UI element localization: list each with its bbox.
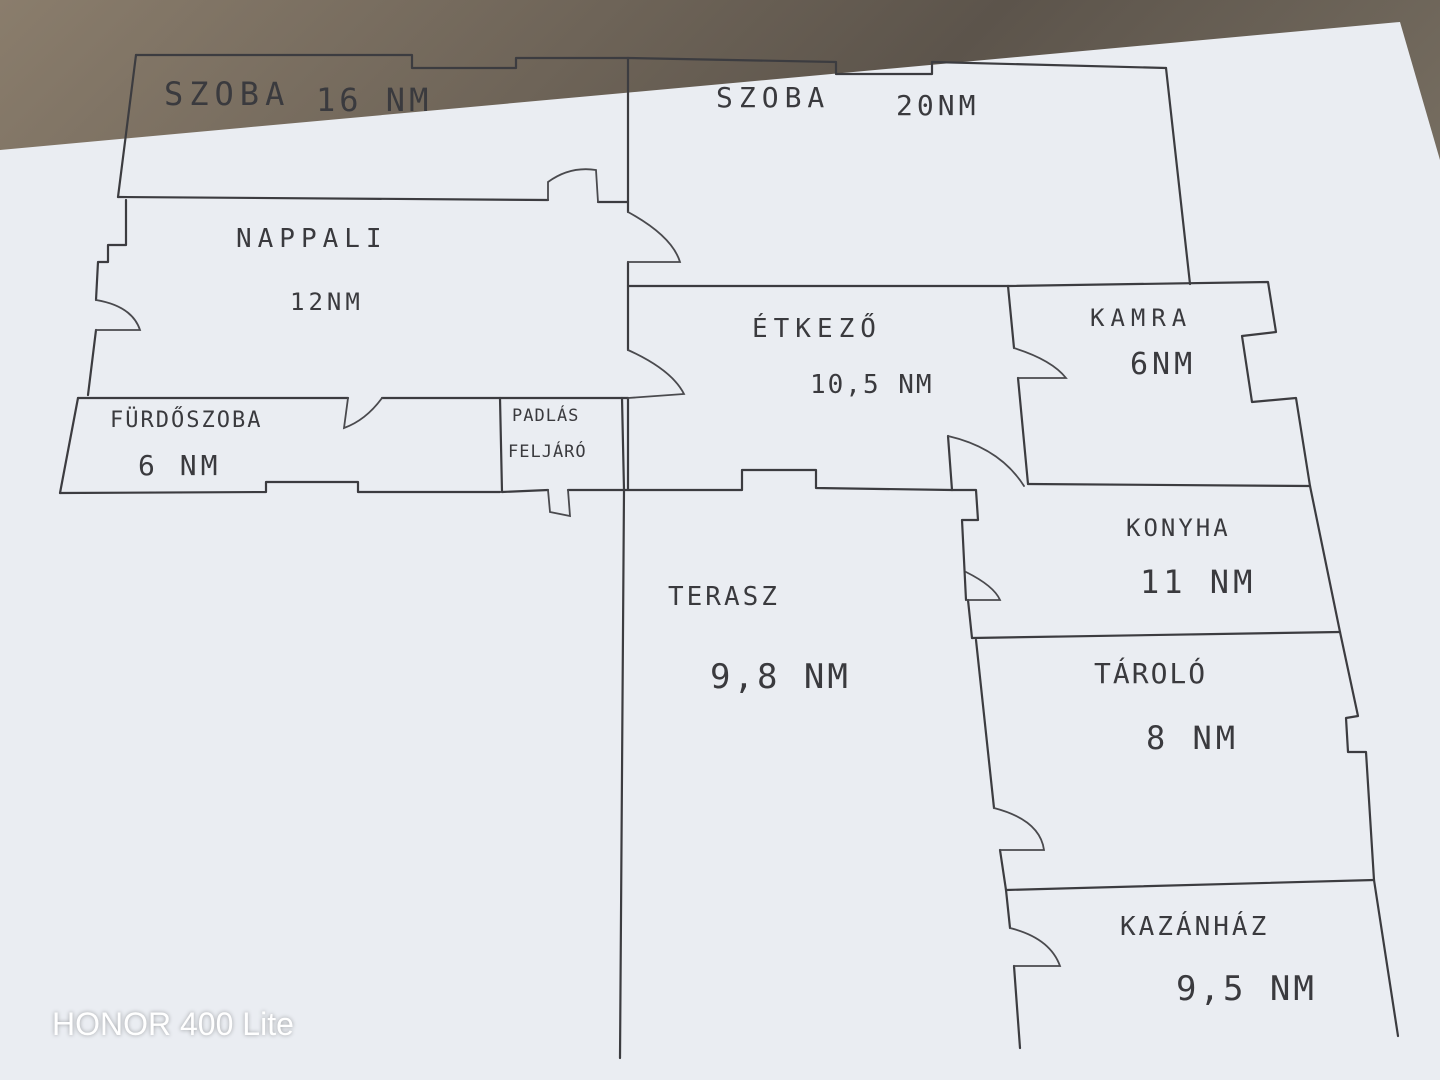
wall-konyha-left-low	[966, 598, 974, 640]
wall-konyha-top	[1026, 482, 1312, 488]
wall-konyha-right	[1308, 484, 1342, 634]
door-szoba20	[627, 211, 682, 263]
wall-terasz-left	[618, 488, 626, 1060]
door-nappali-left	[95, 299, 142, 331]
wall-nappali-left	[94, 198, 128, 302]
wall-tarolo-left	[974, 638, 996, 810]
room-name-padlas-line2: FELJÁRÓ	[508, 442, 587, 462]
camera-watermark: HONOR 400 Lite	[52, 1006, 294, 1042]
wall-kamra-left-top	[1006, 284, 1016, 350]
room-area-konyha: 11 NM	[1140, 563, 1257, 601]
room-area-kazanhaz: 9,5 NM	[1176, 969, 1317, 1009]
wall-szoba16-bottom	[116, 195, 550, 202]
wall-nappali-left-low	[86, 328, 98, 397]
wall-padlas-left	[498, 396, 504, 494]
door-padlas	[547, 489, 571, 518]
room-name-tarolo: TÁROLÓ	[1094, 657, 1208, 690]
wall-padlas-right	[620, 396, 626, 492]
wall-etkezo-bottom	[622, 468, 954, 492]
room-name-kamra: KAMRA	[1090, 304, 1193, 332]
wall-top-right	[626, 56, 1168, 76]
door-etkezo-kitchen	[947, 435, 1025, 487]
door-szoba16	[547, 168, 599, 203]
room-name-furdoszoba: FÜRDŐSZOBA	[110, 408, 263, 433]
wall-furdo-left	[58, 396, 80, 495]
room-area-szoba-20: 20NM	[896, 89, 980, 122]
room-area-szoba-16: 16 NM	[316, 81, 433, 119]
wall-szoba16-left	[116, 53, 138, 199]
wall-kazan-left	[1004, 888, 1012, 930]
room-area-kamra: 6NM	[1130, 347, 1197, 382]
door-tarolo	[993, 807, 1046, 851]
room-name-etkezo: ÉTKEZŐ	[752, 314, 882, 344]
door-kazan	[1009, 927, 1062, 967]
door-furdo	[342, 397, 383, 430]
wall-tarolo-right	[1338, 630, 1376, 882]
wall-tarolo-bottom	[1004, 878, 1376, 892]
wall-szoba20-right	[1164, 66, 1192, 286]
wall-top-left	[134, 53, 630, 70]
room-name-szoba-16: SZOBA	[164, 75, 291, 113]
wall-etkezo-right	[946, 434, 954, 492]
wall-padlas-bottom	[500, 488, 550, 494]
room-name-szoba-20: SZOBA	[716, 81, 831, 114]
wall-kamra-left-low	[1016, 376, 1030, 486]
wall-kazan-left-low	[1012, 964, 1022, 1050]
room-name-padlas-line1: PADLÁS	[512, 406, 580, 426]
room-area-nappali: 12NM	[290, 288, 364, 316]
wall-tarolo-left-low	[998, 848, 1008, 892]
wall-kamra-top	[1006, 280, 1312, 488]
room-area-furdoszoba: 6 NM	[138, 449, 222, 482]
wall-furdo-bottom	[58, 480, 502, 495]
paper-sheet	[0, 22, 1440, 1080]
door-konyha-terasz	[965, 571, 1002, 601]
doors	[95, 168, 1068, 967]
room-name-kazanhaz: KAZÁNHÁZ	[1120, 912, 1270, 942]
room-name-nappali: NAPPALI	[236, 224, 388, 254]
room-area-tarolo: 8 NM	[1146, 719, 1240, 757]
door-kamra	[1013, 347, 1068, 379]
room-area-terasz: 9,8 NM	[710, 657, 851, 697]
wall-kazan-right	[1372, 878, 1400, 1038]
wall-konyha-left	[950, 488, 980, 602]
walls	[58, 53, 1400, 1060]
room-area-etkezo: 10,5 NM	[810, 370, 934, 400]
room-name-terasz: TERASZ	[668, 582, 780, 612]
door-nappali-etkezo	[627, 349, 686, 399]
room-name-konyha: KONYHA	[1126, 514, 1231, 542]
wall-konyha-bottom	[970, 630, 1342, 640]
